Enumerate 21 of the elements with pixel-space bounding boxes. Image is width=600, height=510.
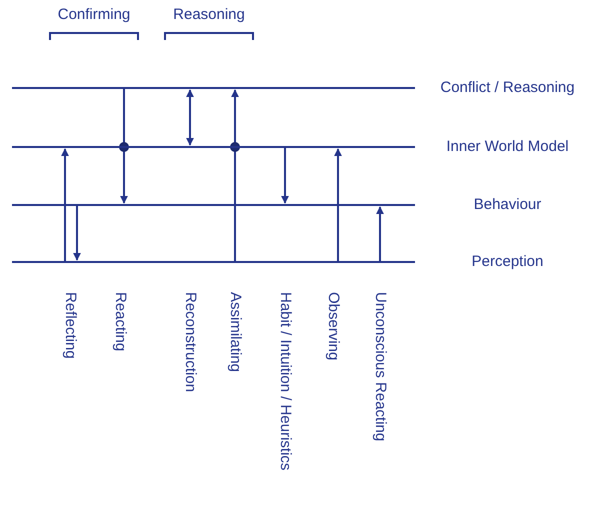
column-label: Habit / Intuition / Heuristics xyxy=(276,292,294,470)
arrow xyxy=(73,206,81,261)
column-label: Unconscious Reacting xyxy=(371,292,389,442)
arrow xyxy=(334,148,342,261)
arrow xyxy=(61,148,69,261)
column-label: Observing xyxy=(324,292,342,360)
arrow xyxy=(231,89,239,261)
level-label: Inner World Model xyxy=(445,137,570,157)
arrow xyxy=(120,89,128,204)
group-label: Reasoning xyxy=(172,6,246,23)
column-label: Reflecting xyxy=(61,292,79,359)
arrow xyxy=(281,148,289,204)
arrow xyxy=(376,206,384,261)
level-label: Behaviour xyxy=(472,195,542,215)
column-label: Assimilating xyxy=(226,292,244,372)
group-label: Confirming xyxy=(56,6,132,23)
arrow xyxy=(186,89,194,146)
level-label: Conflict / Reasoning xyxy=(439,78,576,98)
level-label: Perception xyxy=(470,252,544,272)
column-label: Reconstruction xyxy=(181,292,199,392)
column-label: Reacting xyxy=(111,292,129,352)
